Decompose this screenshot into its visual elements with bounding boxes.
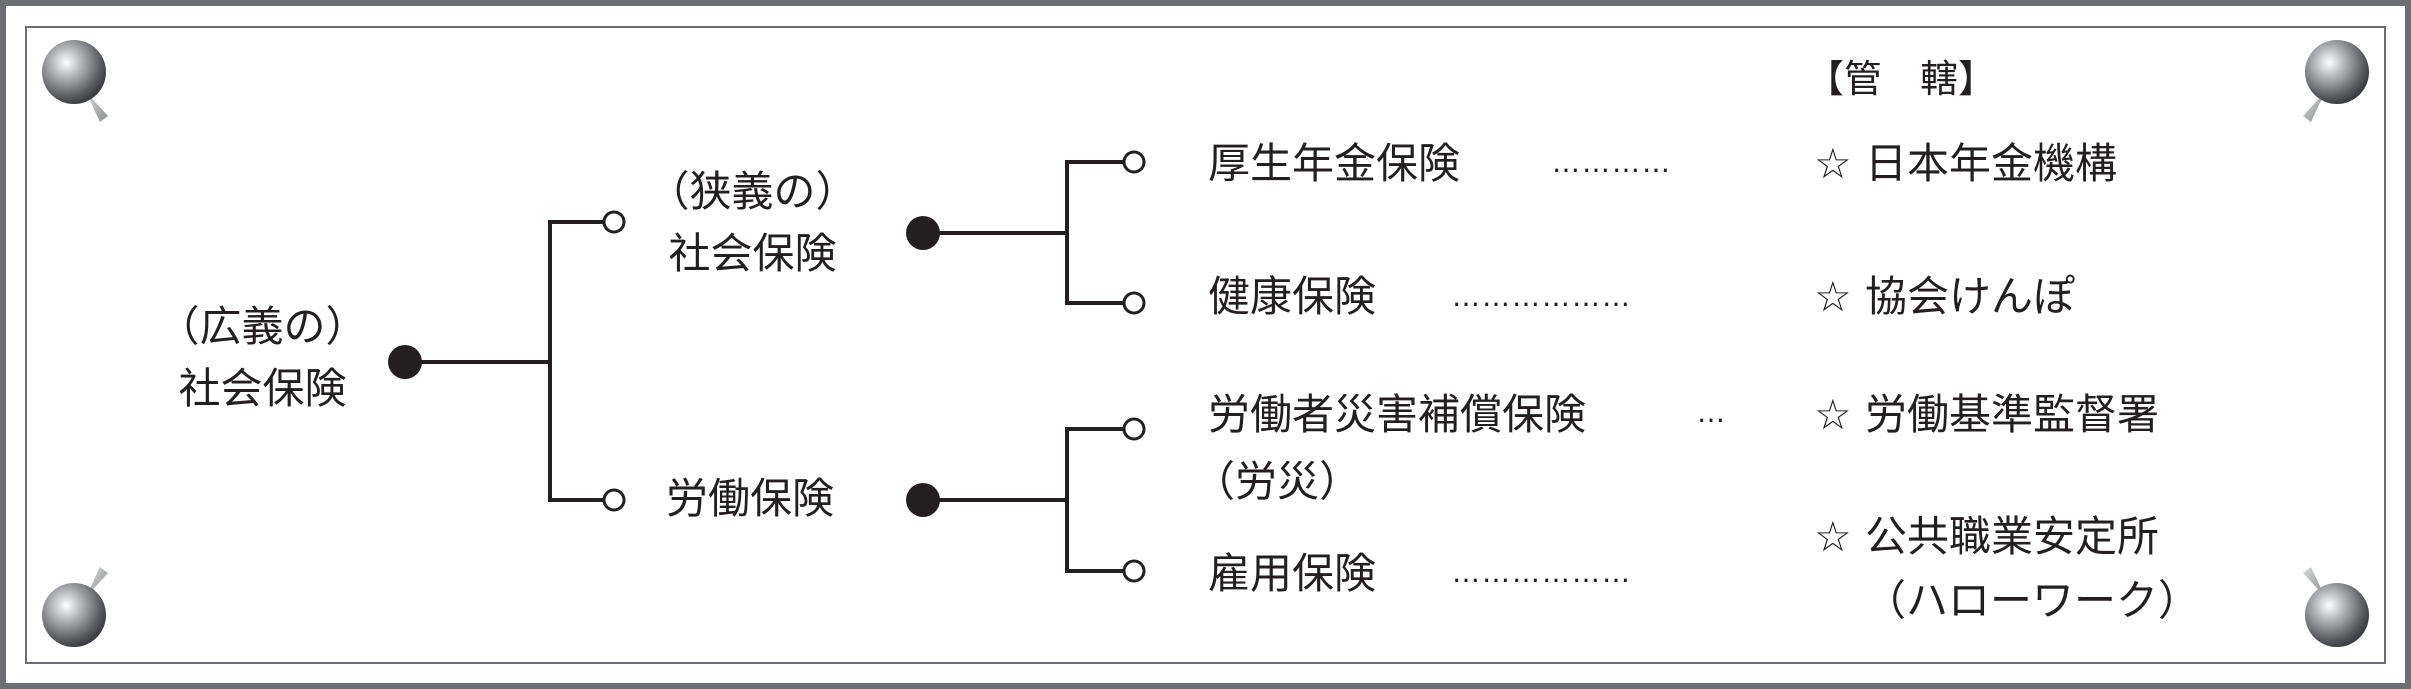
node-root <box>388 345 422 379</box>
root-label-line2: 社会保険 <box>178 364 347 413</box>
node-open-koyou <box>1122 559 1146 583</box>
agency-pension: ☆ 日本年金機構 <box>1814 139 2118 188</box>
header-label: 管 轄 <box>1844 57 1959 101</box>
edge-root-to-narrow <box>548 220 612 362</box>
root-label-line1: （広義の） <box>157 302 368 351</box>
header-open-bracket: 【 <box>1806 57 1845 101</box>
header-close-bracket: 】 <box>1958 57 1997 101</box>
agency-koyou: ☆ 公共職業安定所 <box>1814 512 2160 561</box>
labor-insurance-label: 労働保険 <box>666 474 835 523</box>
pin-bottom-right-icon <box>2303 567 2369 647</box>
edge-labor-to-koyou <box>1065 500 1133 573</box>
leaf-name-health: 健康保険 <box>1208 272 1377 321</box>
agency-rousai: ☆ 労働基準監督署 <box>1814 390 2160 439</box>
leader-dots-pension: ………… <box>1552 146 1672 179</box>
root-label: （広義の） 社会保険 <box>150 300 375 416</box>
leaf-name-rousai: 労働者災害補償保険 <box>1208 390 1587 439</box>
inner-frame <box>25 26 2386 664</box>
agency-health: ☆ 協会けんぽ <box>1814 272 2076 321</box>
node-open-labor <box>602 488 626 512</box>
leader-dots-health: ……………… <box>1452 280 1632 313</box>
node-open-pension <box>1122 150 1146 174</box>
leader-dots-rousai: … <box>1697 396 1727 429</box>
narrow-label-line1: （狭義の） <box>647 167 858 216</box>
leaf-name-koyou: 雇用保険 <box>1208 549 1377 598</box>
leaf-name-pension: 厚生年金保険 <box>1208 139 1461 188</box>
node-open-rousai <box>1122 417 1146 441</box>
agency-koyou-sub: （ハローワーク） <box>1864 576 2201 625</box>
pin-top-right-icon <box>2303 40 2369 122</box>
edge-narrow-to-health <box>1065 233 1133 305</box>
narrow-label-line2: 社会保険 <box>668 229 837 278</box>
leaf-name-rousai-sub: （労災） <box>1193 457 1362 506</box>
node-open-narrow <box>602 210 626 234</box>
narrow-social-insurance-label: （狭義の） 社会保険 <box>640 165 865 281</box>
edge-narrow-to-pension <box>1065 160 1133 233</box>
node-labor <box>906 483 940 517</box>
pin-bottom-left-icon <box>42 567 108 647</box>
pin-top-left-icon <box>42 40 108 122</box>
node-open-health <box>1122 291 1146 315</box>
edge-labor-to-rousai <box>1065 427 1133 500</box>
node-narrow <box>906 216 940 250</box>
leader-dots-koyou: ……………… <box>1452 556 1632 589</box>
jurisdiction-header: 【管 轄】 <box>1806 52 1996 106</box>
edge-root-to-labor <box>548 362 612 502</box>
